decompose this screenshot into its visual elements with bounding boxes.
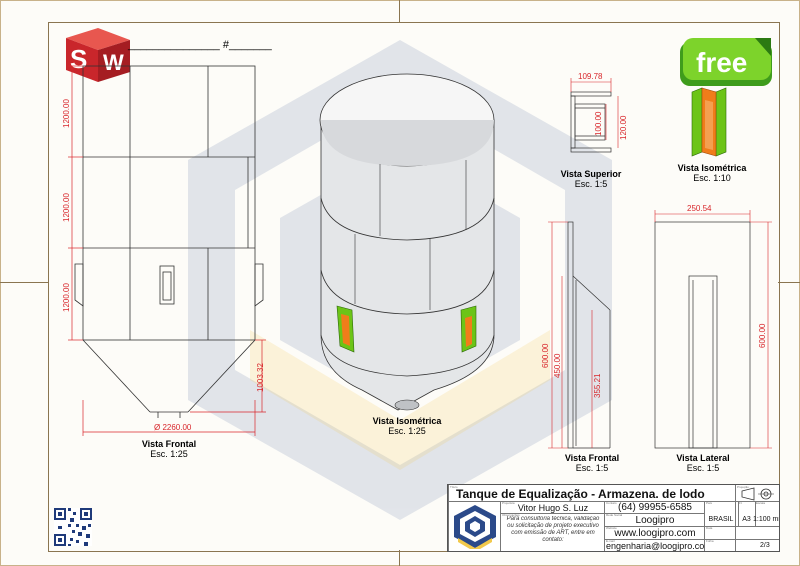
vista-lateral-dims [654,210,772,449]
svg-text:W: W [103,50,124,75]
dim-superior-d2: 120.00 [619,115,628,140]
tb-label-email: E-mail [606,539,615,543]
dim-frontal-h1: 1200.00 [62,99,71,128]
projection-symbol-icon [741,487,774,501]
tb-email[interactable]: engenharia@loogipro.com [606,541,704,551]
dim-superior-d1: 100.00 [594,111,603,136]
tb-unit: mm [772,516,779,523]
tb-scale: 1:100 [753,516,771,523]
frame-tick-right [778,282,800,283]
tb-title: Tanque de Equalização - Armazena. de lod… [456,487,705,501]
free-badge-text: free [696,47,747,78]
tb-label-country: País [706,501,713,505]
qr-code-icon [54,508,92,546]
dim-frontal-small-h3: 355.21 [593,373,602,398]
tb-label-date: Data [706,526,713,530]
title-block: Título Tanque de Equalização - Armazena.… [447,484,780,552]
tb-label-title: Título [450,485,458,489]
dim-frontal-cone: 1003.32 [256,363,265,392]
dim-frontal-h2: 1200.00 [62,193,71,222]
tb-sheet: 2/3 [760,542,770,549]
dim-frontal-h3: 1200.00 [62,283,71,312]
drawing-number-line: _______________ #_______ [128,39,272,51]
dim-lateral-w: 250.54 [687,204,712,213]
tb-author: Vitor Hugo S. Luz [517,503,589,513]
tb-website[interactable]: www.loogipro.com [614,528,696,539]
vista-isometrica-main [319,73,495,411]
tb-label-note: Observações [502,513,520,517]
vista-frontal-main [74,65,264,418]
tb-label-project: Projeção [737,485,749,489]
vista-superior [570,91,612,153]
tb-country: BRASIL [708,516,734,523]
dim-frontal-small-h1: 600.00 [541,343,550,368]
vista-superior-dims [570,78,619,148]
dim-lateral-h: 600.00 [758,323,767,348]
tb-label-author: Projetista [502,501,515,505]
tb-label-sheet: Folha [706,539,714,543]
tb-label-format: Fl. [739,501,743,505]
frame-tick-left [0,282,48,283]
tb-scale-unit: 1:100 mm [753,516,779,523]
tb-format: A3 [742,516,751,523]
dim-superior-w: 109.78 [578,72,603,81]
company-logo-icon [454,505,496,549]
inner-frame [48,22,780,552]
vista-isometrica-small [691,87,727,157]
vista-frontal-main-dims [68,65,266,436]
dim-frontal-diameter: Ø 2260.00 [154,423,192,432]
free-sticker-icon [680,38,772,86]
tb-label-scale: Escala [756,501,766,505]
frame-tick-bottom [399,550,400,566]
tb-label-company: Rede Social [606,513,623,517]
tb-phone: (64) 99955-6585 [618,502,692,513]
frame-tick-top [399,0,400,22]
tb-label-website: Website [606,526,617,530]
tb-label-phone: Contato [606,501,617,505]
vista-lateral [654,221,751,449]
tb-note: Para consultoria técnica, validação ou s… [506,516,600,543]
dim-frontal-small-h2: 450.00 [553,353,562,378]
vista-frontal-small [567,221,611,449]
vista-frontal-small-dims [548,221,593,449]
tb-company: Loogipro [635,515,675,526]
